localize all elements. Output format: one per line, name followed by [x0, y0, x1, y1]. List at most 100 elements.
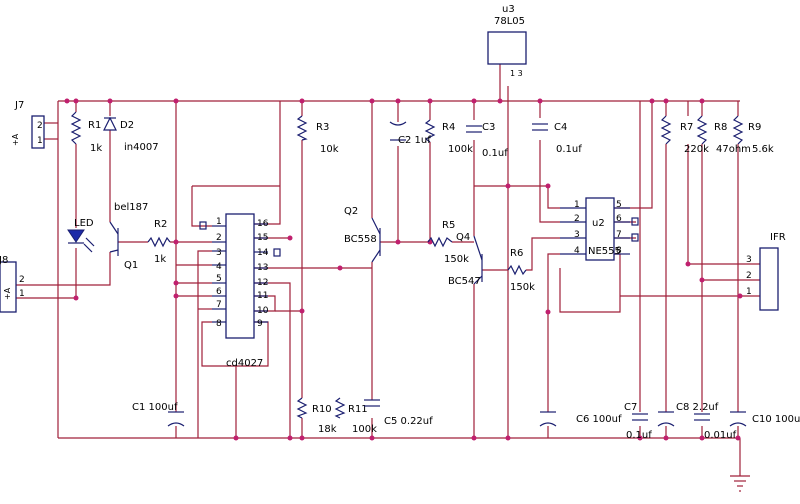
- resistor-r10: R10 18k: [296, 397, 337, 435]
- j8-ref: J8: [0, 255, 8, 266]
- r9-ref: R9: [748, 122, 761, 133]
- r10-ref: R10: [312, 404, 332, 415]
- r4-value: 100k: [448, 144, 473, 155]
- cd4027-nc-pin-14: [273, 248, 281, 257]
- r1-value: 1k: [90, 143, 102, 154]
- wires: [16, 64, 760, 476]
- q4-ref: Q4: [456, 232, 470, 243]
- ifr-pin-3: 3: [746, 255, 752, 265]
- j8-pin-2: 2: [19, 275, 25, 285]
- capacitor-c6: C6 100uf: [539, 411, 622, 427]
- c6-label: C6 100uf: [576, 414, 622, 425]
- cd4027-pin-14: 14: [257, 248, 269, 258]
- cd4027-pin-2: 2: [216, 233, 222, 243]
- c1-label: C1 100uf: [132, 402, 178, 413]
- ne555-pin-8: 8: [616, 246, 622, 256]
- ifr-ref: IFR: [770, 232, 786, 243]
- ne555-pin-7: 7: [616, 230, 622, 240]
- capacitor-c2: C2 1uf: [389, 121, 431, 146]
- c3-ref: C3: [482, 122, 495, 133]
- c4-value: 0.1uf: [556, 144, 582, 155]
- u3-pin-text: 1 3: [510, 69, 523, 78]
- ne555-pin-4: 4: [574, 246, 580, 256]
- d2-value: in4007: [124, 142, 159, 153]
- cd4027-pin-3: 3: [216, 248, 222, 258]
- connector-j8: J8 2 1 +A: [0, 255, 25, 313]
- q2-ref: Q2: [344, 206, 358, 217]
- cd4027-part: cd4027: [226, 358, 263, 369]
- cd4027-pin-10: 10: [257, 306, 269, 316]
- j7-pin-1: 1: [37, 136, 43, 146]
- led: LED: [67, 218, 95, 253]
- capacitor-c10: C10 100uf: [729, 411, 800, 427]
- c7-ref: C7: [624, 402, 637, 413]
- ne555-nc-pin-6: [631, 217, 639, 226]
- connector-ifr: IFR 3 2 1: [746, 232, 786, 311]
- capacitor-c1: C1 100uf: [132, 402, 185, 427]
- r3-ref: R3: [316, 122, 329, 133]
- transistor-q4: Q4 BC547: [448, 232, 483, 287]
- connector-j7: J7 2 1 +A: [11, 100, 45, 149]
- q1-part: bel187: [114, 202, 148, 213]
- transistor-q2: Q2 BC558: [344, 206, 381, 263]
- regulator-u3: u3 78L05 1 3: [487, 4, 527, 78]
- r8-ref: R8: [714, 122, 727, 133]
- resistor-r6: R6 150k: [507, 248, 535, 293]
- ne555-pin-3: 3: [574, 230, 580, 240]
- j7-ref: J7: [14, 100, 24, 111]
- j7-side-text: +A: [11, 133, 20, 146]
- j8-side-text: +A: [3, 287, 12, 300]
- j7-pin-2: 2: [37, 121, 43, 131]
- capacitor-c7: C7 0.1uf: [624, 402, 652, 441]
- r5-ref: R5: [442, 220, 455, 231]
- c8-value: 0.01uf: [704, 430, 737, 441]
- cd4027-pin-16: 16: [257, 219, 269, 229]
- c10-label: C10 100uf: [752, 414, 800, 425]
- cd4027-nc-pin-1: [199, 221, 207, 230]
- r7-value: 220k: [684, 144, 709, 155]
- d2-ref: D2: [120, 120, 134, 131]
- cd4027-pin-13: 13: [257, 263, 268, 273]
- led-ref: LED: [74, 218, 94, 229]
- r2-ref: R2: [154, 219, 167, 230]
- diode-d2: D2 in4007: [103, 116, 159, 153]
- capacitor-c5: C5 0.22uf: [364, 399, 433, 427]
- r6-ref: R6: [510, 248, 523, 259]
- ic-ne555: 1 2 3 4 5 6 7 8 u2 NE555: [560, 197, 639, 261]
- resistor-r9: R9 5.6k: [732, 115, 774, 155]
- resistor-r11: R11 100k: [334, 397, 377, 435]
- resistor-r4: R4 100k: [424, 119, 473, 155]
- resistor-r1: R1 1k: [70, 111, 102, 154]
- r3-value: 10k: [320, 144, 339, 155]
- ne555-pin-2: 2: [574, 214, 580, 224]
- cd4027-pin-12: 12: [257, 278, 268, 288]
- cd4027-pin-1: 1: [216, 217, 222, 227]
- cd4027-pin-6: 6: [216, 287, 222, 297]
- c2-label: C2 1uf: [398, 135, 431, 146]
- r1-ref: R1: [88, 120, 101, 131]
- c5-label: C5 0.22uf: [384, 416, 433, 427]
- ground-symbol: [730, 475, 750, 492]
- cd4027-pin-7: 7: [216, 300, 222, 310]
- ne555-pin-5: 5: [616, 200, 622, 210]
- r9-value: 5.6k: [752, 144, 774, 155]
- resistor-r2: R2 1k: [147, 219, 171, 265]
- capacitor-c8: C8 2.2uf 0.01uf: [657, 402, 737, 441]
- r2-value: 1k: [154, 254, 166, 265]
- ne555-nc-pin-7: [631, 233, 639, 242]
- ne555-part: NE555: [588, 246, 621, 257]
- cd4027-pin-15: 15: [257, 233, 268, 243]
- capacitor-c4: C4 0.1uf: [532, 122, 582, 155]
- cd4027-pin-5: 5: [216, 274, 222, 284]
- u3-ref: u3: [502, 4, 515, 15]
- c4-ref: C4: [554, 122, 567, 133]
- c3-value: 0.1uf: [482, 148, 508, 159]
- cd4027-pin-11: 11: [257, 291, 268, 301]
- junction-dots: [64, 98, 743, 441]
- c7-value: 0.1uf: [626, 430, 652, 441]
- r11-value: 100k: [352, 424, 377, 435]
- r8-value: 47ohm: [716, 144, 751, 155]
- q1-ref: Q1: [124, 260, 138, 271]
